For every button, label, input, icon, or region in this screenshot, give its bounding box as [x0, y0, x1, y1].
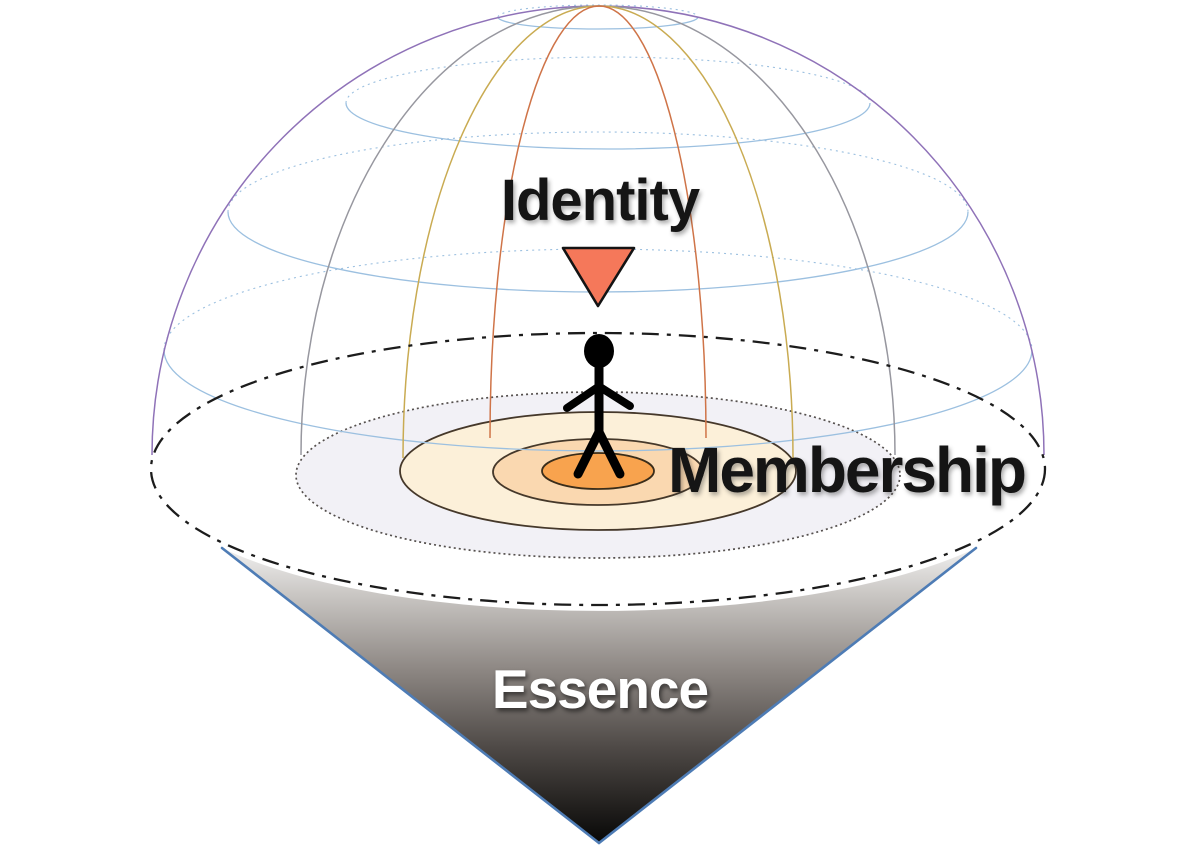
membership-label: Membership: [668, 434, 1027, 506]
triangle-down-icon: [561, 246, 636, 308]
person-head: [584, 334, 614, 368]
person-leg-left: [573, 427, 604, 479]
rim-dashdot-ellipse: [149, 331, 1047, 607]
meridian-gray-right: [598, 5, 896, 456]
parallel-2-back: [345, 56, 871, 104]
meridian-orange-left: [489, 5, 600, 439]
person-icon: [563, 334, 634, 479]
person-leg-right: [594, 427, 625, 479]
parallel-3-back: [227, 131, 969, 213]
essence-label: Essence: [491, 658, 709, 720]
meridian-purple-right: [598, 5, 1045, 456]
essence-cone: [220, 546, 978, 845]
cone-left-edge: [220, 546, 601, 845]
dome-meridians: [151, 5, 1045, 459]
person-arm-left: [563, 383, 602, 412]
parallel-2-front: [345, 102, 871, 150]
meridian-purple-left: [151, 5, 600, 456]
meridian-gold-right: [598, 5, 794, 459]
meridian-gold-left: [402, 5, 600, 459]
person-arm-right: [596, 383, 634, 410]
cone-right-edge: [597, 546, 978, 845]
parallel-1-back: [497, 4, 699, 18]
meridian-gray-left: [300, 5, 600, 456]
cone-body: [222, 548, 976, 843]
membership-rings: [295, 391, 901, 559]
identity-label: Identity: [500, 168, 700, 233]
parallel-1-front: [497, 16, 699, 30]
meridian-orange-right: [598, 5, 707, 439]
ring-core: [541, 452, 655, 490]
